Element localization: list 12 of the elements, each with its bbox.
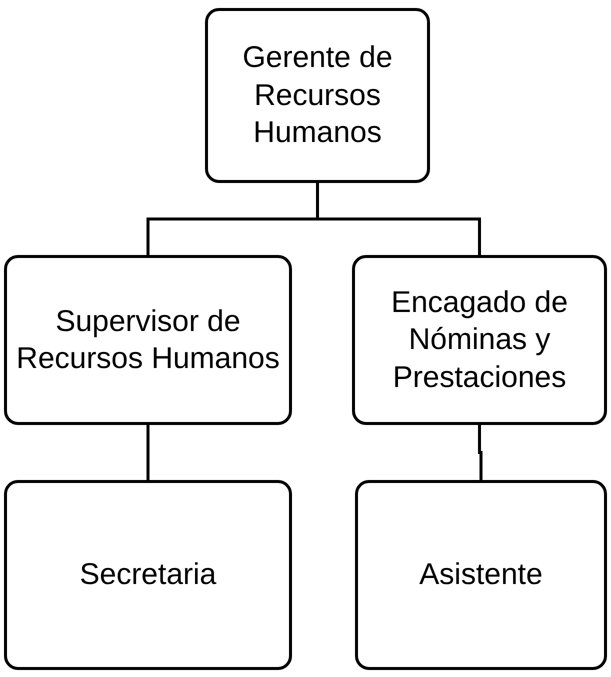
connector-line [478, 425, 482, 480]
role-title: Secretaria [80, 557, 216, 594]
org-box [205, 8, 430, 183]
org-box [4, 255, 292, 425]
role-title: Gerente de Recursos Humanos [241, 40, 394, 152]
org-box [355, 480, 607, 670]
org-box [4, 480, 292, 670]
connector-line [146, 425, 150, 480]
role-title: Encagado de Nóminas y Prestaciones [390, 284, 569, 396]
org-box [352, 255, 607, 425]
role-title: Supervisor de Recursos Humanos [15, 304, 281, 377]
role-title: Asistente [419, 557, 543, 594]
